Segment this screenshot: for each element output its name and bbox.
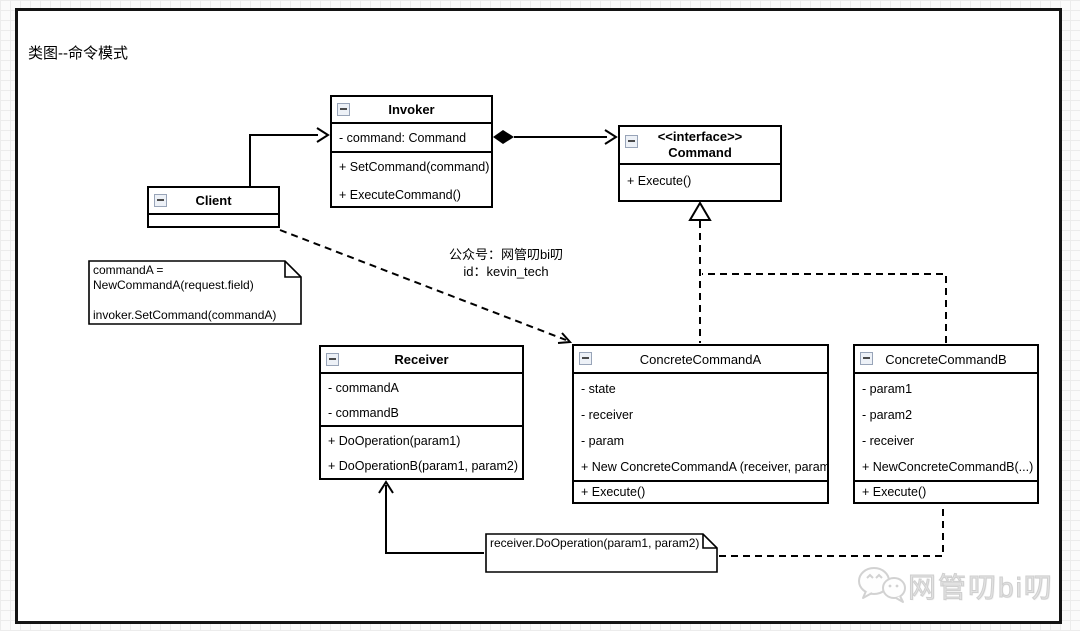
collapse-icon[interactable]	[337, 102, 350, 116]
note-shape	[485, 533, 718, 573]
watermark: 网管叨bi叨	[856, 564, 1054, 608]
class-invoker[interactable]: Invoker - command: Command + SetCommand(…	[330, 95, 493, 208]
class-client[interactable]: Client	[147, 186, 280, 228]
attribute: - param1	[862, 382, 913, 396]
publisher-annotation: 公众号：网管叨bi叨 id：kevin_tech	[436, 246, 576, 280]
method: + Execute()	[862, 485, 927, 499]
note-line: commandA =	[93, 263, 164, 277]
attribute: - param2	[862, 408, 913, 422]
collapse-icon[interactable]	[860, 352, 873, 365]
class-title-text: Receiver	[394, 352, 449, 367]
class-title-text: Command	[668, 145, 732, 160]
attribute: + New ConcreteCommandA (receiver, param)	[581, 460, 827, 474]
attribute: - param	[581, 434, 625, 448]
attribute: - state	[581, 382, 616, 396]
class-receiver-title: Receiver	[321, 347, 522, 374]
method: + DoOperation(param1)	[328, 434, 461, 449]
method: + Execute()	[581, 485, 646, 499]
method: + ExecuteCommand()	[339, 187, 461, 202]
class-receiver-methods: + DoOperation(param1) + DoOperationB(par…	[321, 427, 522, 478]
note-execute-body[interactable]: receiver.DoOperation(param1, param2)	[485, 533, 718, 573]
method: + SetCommand(command)	[339, 159, 490, 174]
attribute: - commandB	[328, 405, 399, 420]
attribute: - receiver	[862, 434, 915, 448]
class-title-text: ConcreteCommandB	[885, 351, 1007, 367]
class-invoker-methods: + SetCommand(command) + ExecuteCommand()	[332, 153, 491, 206]
class-concreteCommandB-attributes: - param1 - param2 - receiver + NewConcre…	[855, 374, 1037, 482]
class-stereotype-text: <<interface>>	[657, 129, 743, 144]
note-line: receiver.DoOperation(param1, param2)	[490, 536, 700, 550]
class-concreteCommandA-title: ConcreteCommandA	[574, 346, 827, 374]
note-shape	[88, 260, 302, 325]
note-line	[93, 293, 297, 308]
class-command-methods: + Execute()	[620, 165, 780, 197]
watermark-text: 网管叨bi叨	[908, 572, 1054, 604]
class-title-text: Invoker	[388, 102, 435, 117]
attribute: + NewConcreteCommandB(...)	[862, 460, 1034, 474]
class-invoker-title: Invoker	[332, 97, 491, 124]
class-title-text: ConcreteCommandA	[639, 351, 762, 367]
class-invoker-attributes: - command: Command	[332, 124, 491, 153]
collapse-icon[interactable]	[326, 352, 339, 366]
class-command[interactable]: <<interface>> Command + Execute()	[618, 125, 782, 202]
attribute: - commandA	[328, 380, 399, 395]
attribute: - receiver	[581, 408, 634, 422]
note-text: receiver.DoOperation(param1, param2)	[485, 533, 718, 573]
page-title: 类图--命令模式	[28, 45, 128, 62]
wechat-chat-bubbles-icon	[858, 567, 906, 603]
class-title-text: Client	[195, 193, 232, 208]
class-client-body	[149, 215, 278, 226]
class-receiver[interactable]: Receiver - commandA - commandB + DoOpera…	[319, 345, 524, 480]
attribute: - command: Command	[339, 131, 467, 145]
class-client-title: Client	[149, 188, 278, 215]
method: + Execute()	[627, 174, 692, 188]
class-receiver-attributes: - commandA - commandB	[321, 374, 522, 427]
note-text: commandA = NewCommandA(request.field) in…	[88, 260, 302, 325]
annotation-line: 公众号：网管叨bi叨	[448, 247, 564, 262]
class-concreteCommandA-methods: + Execute()	[574, 482, 827, 502]
class-concreteCommandA[interactable]: ConcreteCommandA - state - receiver - pa…	[572, 344, 829, 504]
collapse-icon[interactable]	[579, 352, 592, 365]
note-client-code[interactable]: commandA = NewCommandA(request.field) in…	[88, 260, 302, 325]
class-concreteCommandB-title: ConcreteCommandB	[855, 346, 1037, 374]
note-line: NewCommandA(request.field)	[93, 278, 254, 292]
collapse-icon[interactable]	[625, 135, 638, 148]
method: + DoOperationB(param1, param2)	[328, 459, 519, 474]
annotation-line: id：kevin_tech	[463, 264, 549, 279]
class-concreteCommandA-attributes: - state - receiver - param + New Concret…	[574, 374, 827, 482]
class-concreteCommandB-methods: + Execute()	[855, 482, 1037, 502]
class-concreteCommandB[interactable]: ConcreteCommandB - param1 - param2 - rec…	[853, 344, 1039, 504]
note-line: invoker.SetCommand(commandA)	[93, 308, 277, 322]
collapse-icon[interactable]	[154, 193, 167, 207]
class-command-title: <<interface>> Command	[620, 127, 780, 165]
